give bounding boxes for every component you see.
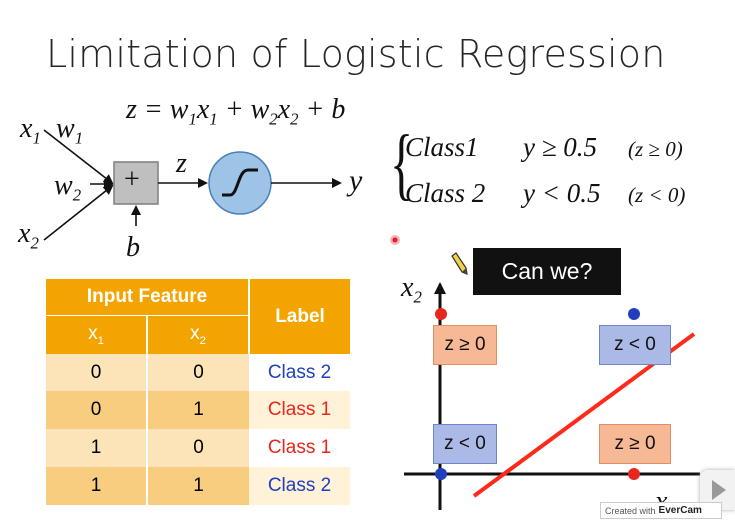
z-box-bottom-left: z < 0 xyxy=(433,424,497,464)
x1-cell: 1 xyxy=(46,467,148,505)
slide-title: Limitation of Logistic Regression xyxy=(46,32,666,76)
point-1-1 xyxy=(628,308,640,320)
x2-axis-label: x2 xyxy=(401,272,422,307)
x1-cell: 0 xyxy=(46,391,148,429)
class2-row: Class 2 xyxy=(405,178,485,209)
class2-condition: y < 0.5 xyxy=(523,178,601,208)
sum-symbol: + xyxy=(124,164,140,195)
z-label: z xyxy=(176,148,187,179)
class2-name: Class 2 xyxy=(405,178,486,208)
x1-cell: 1 xyxy=(46,429,148,467)
x2-cell: 0 xyxy=(147,354,249,391)
play-icon xyxy=(712,480,726,500)
sigmoid-curve-icon xyxy=(222,168,258,197)
label-header: Label xyxy=(248,279,350,354)
can-we-callout: Can we? xyxy=(473,248,621,295)
x1-label: x1 xyxy=(20,113,41,148)
linear-formula: z = w1x1 + w2x2 + b xyxy=(126,94,346,129)
sum-box xyxy=(113,161,159,205)
x2-label: x2 xyxy=(18,218,39,253)
x2-column-header: x2 xyxy=(147,315,249,354)
label-cell: Class 1 xyxy=(249,391,350,429)
point-0-0 xyxy=(435,468,447,480)
x1-column-header: x1 xyxy=(46,315,148,354)
x2-arrow xyxy=(43,184,114,241)
feature-table: Input Feature Label x1 x2 0 0 Class 2 0 … xyxy=(46,279,350,505)
class2-z-condition: (z < 0) xyxy=(628,183,686,207)
x2-cell: 1 xyxy=(147,391,249,429)
label-cell: Class 1 xyxy=(249,429,350,467)
z-box-top-left: z ≥ 0 xyxy=(433,325,497,365)
y-label: y xyxy=(349,164,363,197)
pen-icon xyxy=(451,252,468,275)
x1-arrow xyxy=(43,129,114,185)
class1-row: Class1 xyxy=(405,132,479,163)
label-cell: Class 2 xyxy=(249,467,350,505)
z-box-top-right: z < 0 xyxy=(599,325,671,365)
table-row: 1 1 Class 2 xyxy=(46,467,350,505)
table-row: 0 1 Class 1 xyxy=(46,391,350,429)
class1-name: Class1 xyxy=(405,132,479,162)
w1-label: w1 xyxy=(56,113,84,148)
point-0-1 xyxy=(435,308,447,320)
class-brace: { xyxy=(390,120,414,208)
table-row: 0 0 Class 2 xyxy=(46,354,350,391)
x2-cell: 1 xyxy=(147,467,249,505)
point-1-0 xyxy=(628,468,640,480)
input-feature-header: Input Feature xyxy=(46,279,249,316)
w2-label: w2 xyxy=(54,170,82,205)
z-box-bottom-right: z ≥ 0 xyxy=(599,424,671,464)
x1-cell: 0 xyxy=(46,354,148,391)
class1-condition: y ≥ 0.5 xyxy=(523,132,598,162)
pointer-dot-icon xyxy=(390,235,400,245)
x2-cell: 0 xyxy=(147,429,249,467)
label-cell: Class 2 xyxy=(249,354,350,391)
table-row: 1 0 Class 1 xyxy=(46,429,350,467)
class1-z-condition: (z ≥ 0) xyxy=(628,137,683,161)
b-label: b xyxy=(126,232,140,263)
